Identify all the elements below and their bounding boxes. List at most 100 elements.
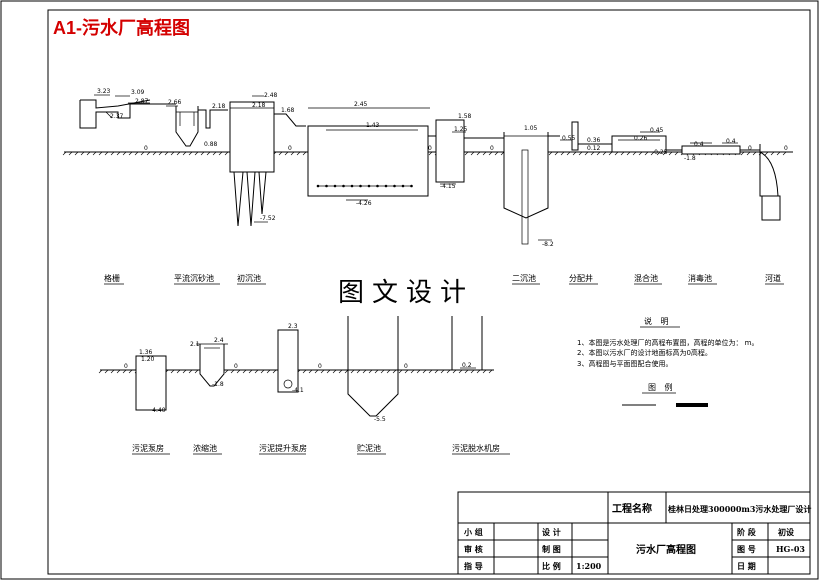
date-label: 日 期 (737, 561, 756, 571)
ground-hatch-mark (554, 151, 559, 156)
ground-hatch-mark (122, 369, 127, 374)
ground-hatch-mark (104, 151, 109, 156)
sludge-lift-unit: 2.3 -4.1 0 (277, 323, 322, 394)
level-split-c: 0.12 (587, 145, 601, 152)
ground-hatch-mark (170, 369, 175, 374)
ground-hatch-mark (476, 369, 481, 374)
label-screen: 格栅 (104, 273, 120, 283)
ground-hatch-mark (194, 151, 199, 156)
diffuser-dot (359, 184, 362, 188)
diffuser-dot (325, 184, 328, 188)
row2-role2: 制 图 (542, 544, 561, 554)
level-clar-a: 1.05 (524, 125, 538, 132)
level-prim-d: -7.52 (260, 215, 276, 222)
level-lift-b: -4.1 (292, 387, 304, 394)
ground-hatch-mark (122, 151, 127, 156)
legend-block: 图 例 (622, 382, 708, 407)
ground-hatch-mark (80, 151, 85, 156)
grit-chamber-unit: 2.66 2.18 0.88 (166, 99, 228, 148)
ground-hatch-mark (440, 369, 445, 374)
ground-hatch-mark (410, 369, 415, 374)
ground-hatch-mark (560, 151, 565, 156)
level-thick-a: 2.1 (190, 341, 200, 348)
ground-hatch-mark (116, 151, 121, 156)
ground-hatch-mark (182, 369, 187, 374)
ground-hatch-mark (110, 369, 115, 374)
level-thick-c: -1.8 (212, 381, 224, 388)
ground-hatch-mark (464, 151, 469, 156)
ground-hatch-mark (284, 151, 289, 156)
ground-hatch-mark (386, 369, 391, 374)
ground-hatch-mark (68, 151, 73, 156)
level-dis-c: -1.8 (684, 155, 696, 162)
ground-hatch-mark (578, 151, 583, 156)
ground-hatch-mark (458, 369, 463, 374)
level-sec-c: -4.15 (440, 183, 456, 190)
label-storage: 贮泥池 (357, 443, 381, 453)
level-prim-b: 2.18 (252, 102, 266, 109)
ground-hatch-mark (350, 369, 355, 374)
ground-hatch-mark (476, 151, 481, 156)
stage-label: 阶 段 (737, 527, 756, 537)
ground-hatch-mark (296, 151, 301, 156)
diffuser-dot (393, 184, 396, 188)
ground-hatch-mark (86, 151, 91, 156)
diffuser-dot (410, 184, 413, 188)
ground-hatch-mark (422, 369, 427, 374)
ground-hatch-mark (224, 151, 229, 156)
ground-hatch-mark (374, 369, 379, 374)
level-grit-c: 0.88 (204, 141, 218, 148)
ground-hatch-mark (170, 151, 175, 156)
drawing-name: 污水厂高程图 (636, 543, 696, 556)
level-lift-a: 2.3 (288, 323, 298, 330)
diffuser-dot (333, 184, 337, 188)
row1-role2: 设 计 (542, 527, 561, 537)
ground-hatch-mark (602, 151, 607, 156)
diffuser-dot (342, 184, 345, 188)
secondary-clarifier-unit: 1.05 -8.2 (503, 125, 560, 248)
ground-hatch-mark (272, 369, 277, 374)
ground-hatch-mark (488, 151, 493, 156)
ground-hatch-mark (74, 151, 79, 156)
row1-role: 小 组 (463, 527, 483, 537)
screen-unit: 3.23 3.09 2.87 2.37 (79, 88, 176, 129)
ground-mark-3: 0 (428, 145, 432, 152)
diffuser-dot (376, 184, 379, 188)
level-screen-a: 3.23 (97, 88, 111, 95)
primary-clarifier-unit: 2.48 2.18 1.68 -7.52 (229, 92, 306, 227)
ground-hatch-mark (188, 369, 193, 374)
ground-hatch-mark (62, 151, 67, 156)
ground-hatch-mark (194, 369, 199, 374)
ground-hatch-mark (104, 369, 109, 374)
lower-unit-labels: 污泥泵房 浓缩池 污泥提升泵房 贮泥池 污泥脱水机房 (132, 443, 510, 455)
ground-hatch-mark (674, 151, 679, 156)
ground-hatch-mark (98, 369, 103, 374)
ground-mark-l1: 0 (124, 363, 128, 370)
level-screen-d: 2.37 (110, 113, 124, 120)
ground-hatch-mark (110, 151, 115, 156)
sheet-title: A1-污水厂高程图 (53, 17, 190, 38)
note-line-2: 2、本图以污水厂的设计地面标高为0高程。 (577, 348, 712, 357)
ground-hatch-mark (140, 151, 145, 156)
number-label: 图 号 (737, 544, 756, 554)
ground-hatch-mark (326, 369, 331, 374)
diffuser-dot (384, 184, 388, 188)
river-outfall-unit (759, 144, 781, 221)
ground-hatch-mark (362, 369, 367, 374)
diffuser-dot (350, 184, 354, 188)
ground-hatch-mark (158, 151, 163, 156)
level-stor-a: -5.5 (374, 416, 386, 423)
ground-level-marks: 0 0 0 0 0 0 (144, 145, 788, 152)
ground-hatch-mark (746, 151, 751, 156)
ground-hatch-mark (134, 151, 139, 156)
ground-hatch-mark (482, 151, 487, 156)
row3-role2: 比 例 (542, 561, 561, 571)
label-mix: 混合池 (634, 273, 658, 283)
ground-hatch-mark (494, 151, 499, 156)
ground-hatch-mark (248, 369, 253, 374)
ground-hatch-mark (308, 369, 313, 374)
ground-hatch-mark (776, 151, 781, 156)
thickener-unit: 2.1 2.4 -1.8 0 (190, 337, 238, 388)
level-aer-c: -4.26 (356, 200, 372, 207)
ground-hatch-mark (392, 369, 397, 374)
